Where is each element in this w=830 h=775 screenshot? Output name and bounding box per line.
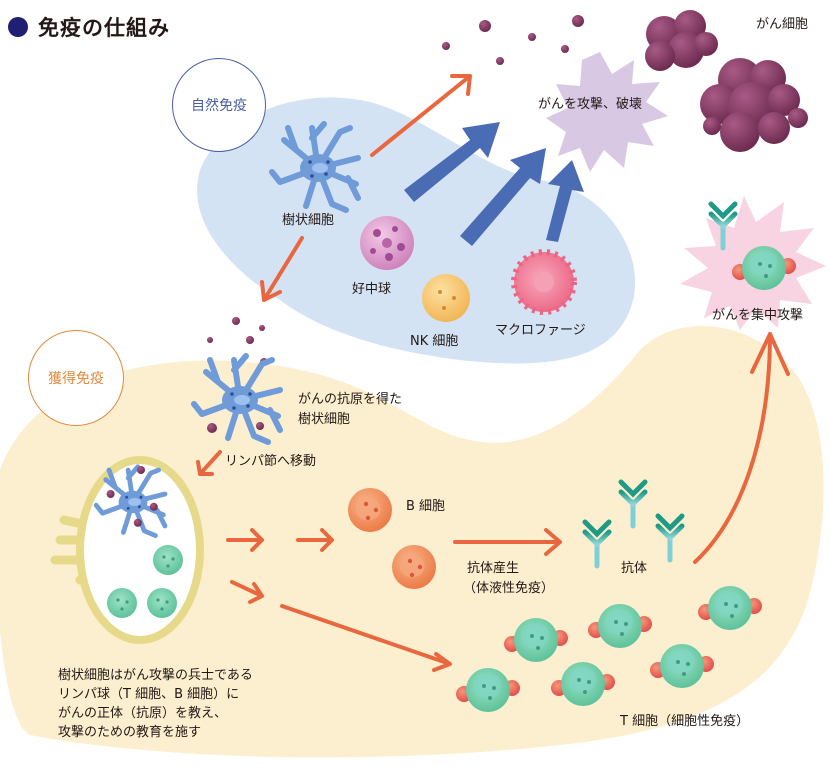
adaptive-immunity-label: 獲得免疫	[48, 371, 104, 387]
explanation-line: がんの正体（抗原）を教え、	[58, 706, 228, 721]
to-lymph-node-label: リンパ節へ移動	[225, 454, 317, 469]
innate-immunity-badge: 自然免疫	[172, 58, 266, 152]
arrow-dc-to-cancer	[370, 74, 472, 157]
cancer-cell-cluster-large	[700, 58, 808, 152]
dendritic-cell-in-lymph-node	[96, 466, 165, 536]
blue-attack-arrows	[404, 122, 584, 246]
explanation-line: 攻撃のための教育を施す	[58, 725, 202, 740]
b-cell-1	[348, 488, 392, 532]
b-cell-2	[392, 545, 436, 589]
antigen-dc-label-line1: がんの抗原を得た	[298, 392, 403, 407]
attack-destroy-label: がんを攻撃、破壊	[538, 97, 643, 112]
cancer-antigen-dots	[207, 15, 584, 366]
macrophage-label: マクロファージ	[495, 323, 586, 338]
cancer-cell-cluster-small	[645, 10, 718, 71]
explanation-line: 樹状細胞はがん攻撃の兵士である	[58, 668, 253, 683]
page-title: 免疫の仕組み	[8, 12, 170, 42]
title-text: 免疫の仕組み	[38, 16, 170, 40]
neutrophil-cell	[360, 216, 414, 270]
innate-immunity-label: 自然免疫	[191, 98, 247, 114]
explanation-line: リンパ球（T 細胞、B 細胞）に	[58, 687, 240, 702]
nk-cell-label: NK 細胞	[410, 334, 459, 349]
arrow-lymph-to-t-2	[280, 604, 452, 672]
antibody-label: 抗体	[621, 561, 648, 576]
b-cell-label: B 細胞	[406, 499, 446, 514]
focused-attack-label: がんを集中攻撃	[712, 308, 804, 323]
explanation-text: 樹状細胞はがん攻撃の兵士である リンパ球（T 細胞、B 細胞）に がんの正体（抗…	[58, 666, 253, 742]
dendritic-cell-antigen	[194, 356, 280, 442]
arrow-lymph-to-b-2	[296, 528, 334, 552]
antibody-production-label: 抗体産生	[467, 561, 520, 576]
adaptive-immunity-region	[0, 325, 824, 758]
macrophage-cell	[511, 249, 577, 315]
dendritic-cell-label: 樹状細胞	[282, 213, 335, 228]
adaptive-immunity-badge: 獲得免疫	[28, 330, 124, 426]
arrow-b-to-antibody	[453, 528, 562, 556]
neutrophil-label: 好中球	[352, 282, 392, 297]
title-bullet-icon	[8, 17, 28, 37]
orange-flow-arrows	[196, 74, 790, 672]
arrow-lymph-to-t-1	[230, 580, 264, 604]
nk-cell	[422, 274, 470, 322]
arrow-lymph-to-b-1	[226, 528, 264, 552]
humoral-immunity-label: （体液性免疫）	[463, 581, 555, 596]
t-cell-label: T 細胞（細胞性免疫）	[620, 714, 750, 729]
antigen-dc-label-line2: 樹状細胞	[298, 412, 351, 427]
cancer-cell-label: がん細胞	[756, 17, 809, 32]
arrow-to-lymph-node	[196, 450, 222, 476]
attack-burst	[546, 52, 668, 172]
arrow-dc-to-adaptive	[260, 236, 304, 302]
arrow-antibody-to-attack	[693, 332, 790, 564]
